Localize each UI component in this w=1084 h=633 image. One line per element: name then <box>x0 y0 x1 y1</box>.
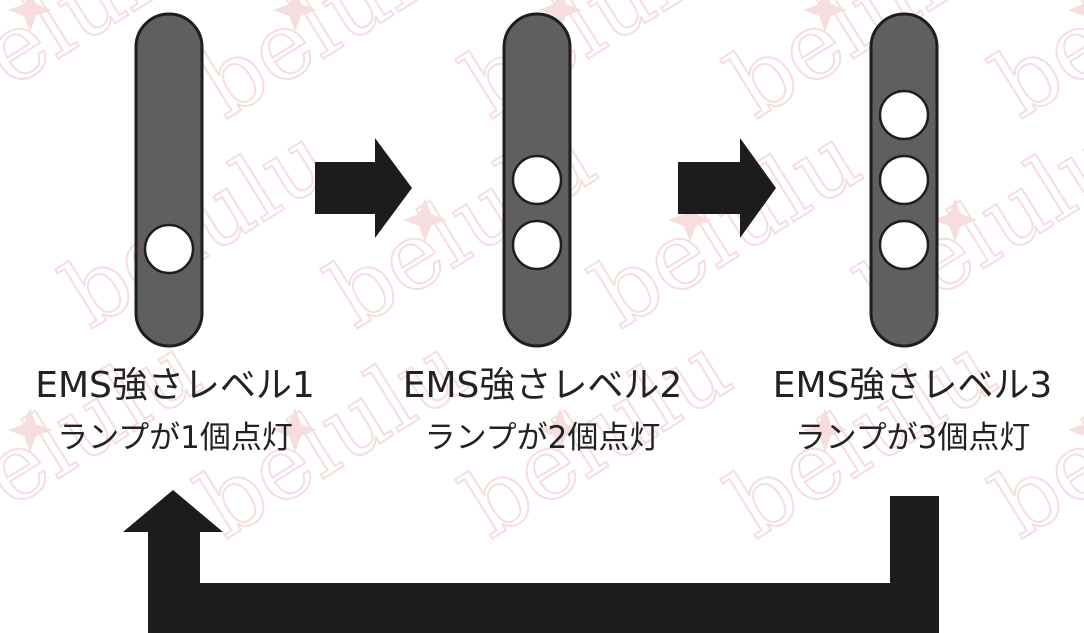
level-title: EMS強さレベル1 <box>35 365 315 406</box>
lamp-lit <box>143 223 195 275</box>
arrow-right-icon <box>315 138 412 238</box>
lamp-lit <box>878 154 930 206</box>
watermark-logo: belulu <box>710 0 1013 139</box>
level-description: ランプが2個点灯 <box>424 420 661 456</box>
sparkle-icon <box>1068 424 1084 436</box>
level-2-caption: EMS強さレベル2 ランプが2個点灯 <box>365 364 720 458</box>
lamp-lit <box>511 154 563 206</box>
lamp-lit <box>878 219 930 271</box>
loop-back-arrow <box>123 490 939 633</box>
watermark-logo: belulu <box>445 0 748 139</box>
level-title: EMS強さレベル2 <box>402 365 683 406</box>
sparkle-icon <box>403 198 447 242</box>
sparkle-icon <box>8 0 52 32</box>
sparkle-icon <box>933 198 977 242</box>
level-description: ランプが3個点灯 <box>794 420 1031 456</box>
sparkle-icon <box>538 0 582 32</box>
indicator-bar-level-1 <box>134 12 204 348</box>
indicator-bar-level-3 <box>869 12 939 348</box>
level-description: ランプが1個点灯 <box>57 420 293 456</box>
sparkle-icon <box>803 0 847 32</box>
sparkle-icon <box>538 408 582 452</box>
sparkle-icon <box>668 198 712 242</box>
sparkle-icon <box>803 408 847 452</box>
lamp-lit <box>878 89 930 141</box>
arrow-right-icon <box>678 138 776 238</box>
sparkle-icon <box>273 408 317 452</box>
sparkle-icon <box>273 0 317 32</box>
watermark-logo: belulu <box>180 0 483 139</box>
sparkle-icon <box>8 408 52 452</box>
indicator-bar-level-2 <box>502 12 572 348</box>
lamp-lit <box>511 219 563 271</box>
level-1-caption: EMS強さレベル1 ランプが1個点灯 <box>10 364 340 458</box>
level-3-caption: EMS強さレベル3 ランプが3個点灯 <box>745 364 1080 458</box>
sparkle-icon <box>1068 4 1084 16</box>
watermark-logo: belulu <box>575 104 878 349</box>
level-title: EMS強さレベル3 <box>772 365 1053 406</box>
